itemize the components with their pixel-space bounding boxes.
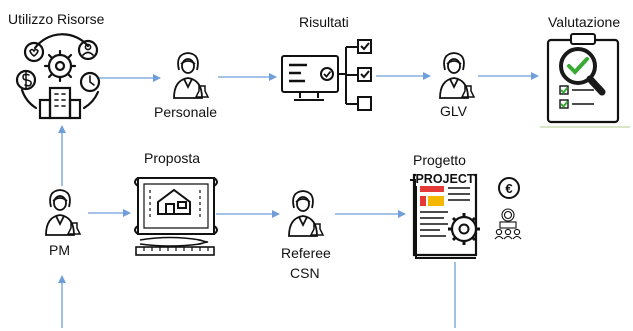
- label-utilizzo-risorse: Utilizzo Risorse: [8, 11, 105, 27]
- project-badge-text: PROJECT: [415, 172, 474, 186]
- team-icon: [494, 208, 522, 240]
- euro-coin-icon: €: [498, 177, 520, 199]
- results-checklist-icon: [281, 39, 372, 111]
- person-icon: [288, 190, 325, 237]
- resources-cluster-icon: [15, 33, 101, 120]
- euro-symbol-text: €: [505, 181, 512, 196]
- person-icon: [173, 52, 210, 99]
- person-icon: [439, 52, 476, 99]
- connectors: [58, 72, 539, 328]
- label-glv: GLV: [440, 103, 467, 119]
- label-referee: Referee: [281, 245, 331, 261]
- label-progetto: Progetto: [413, 152, 466, 168]
- project-badge: PROJECT: [415, 171, 475, 186]
- blueprint-icon: [134, 177, 218, 256]
- evaluation-clipboard-icon: [540, 33, 630, 128]
- label-valutazione: Valutazione: [548, 14, 621, 30]
- label-proposta: Proposta: [144, 150, 201, 166]
- label-pm: PM: [49, 242, 70, 258]
- label-personale: Personale: [154, 104, 218, 120]
- label-risultati: Risultati: [299, 14, 349, 30]
- label-csn: CSN: [290, 265, 320, 281]
- project-document-icon: [410, 173, 480, 259]
- person-icon: [45, 189, 82, 236]
